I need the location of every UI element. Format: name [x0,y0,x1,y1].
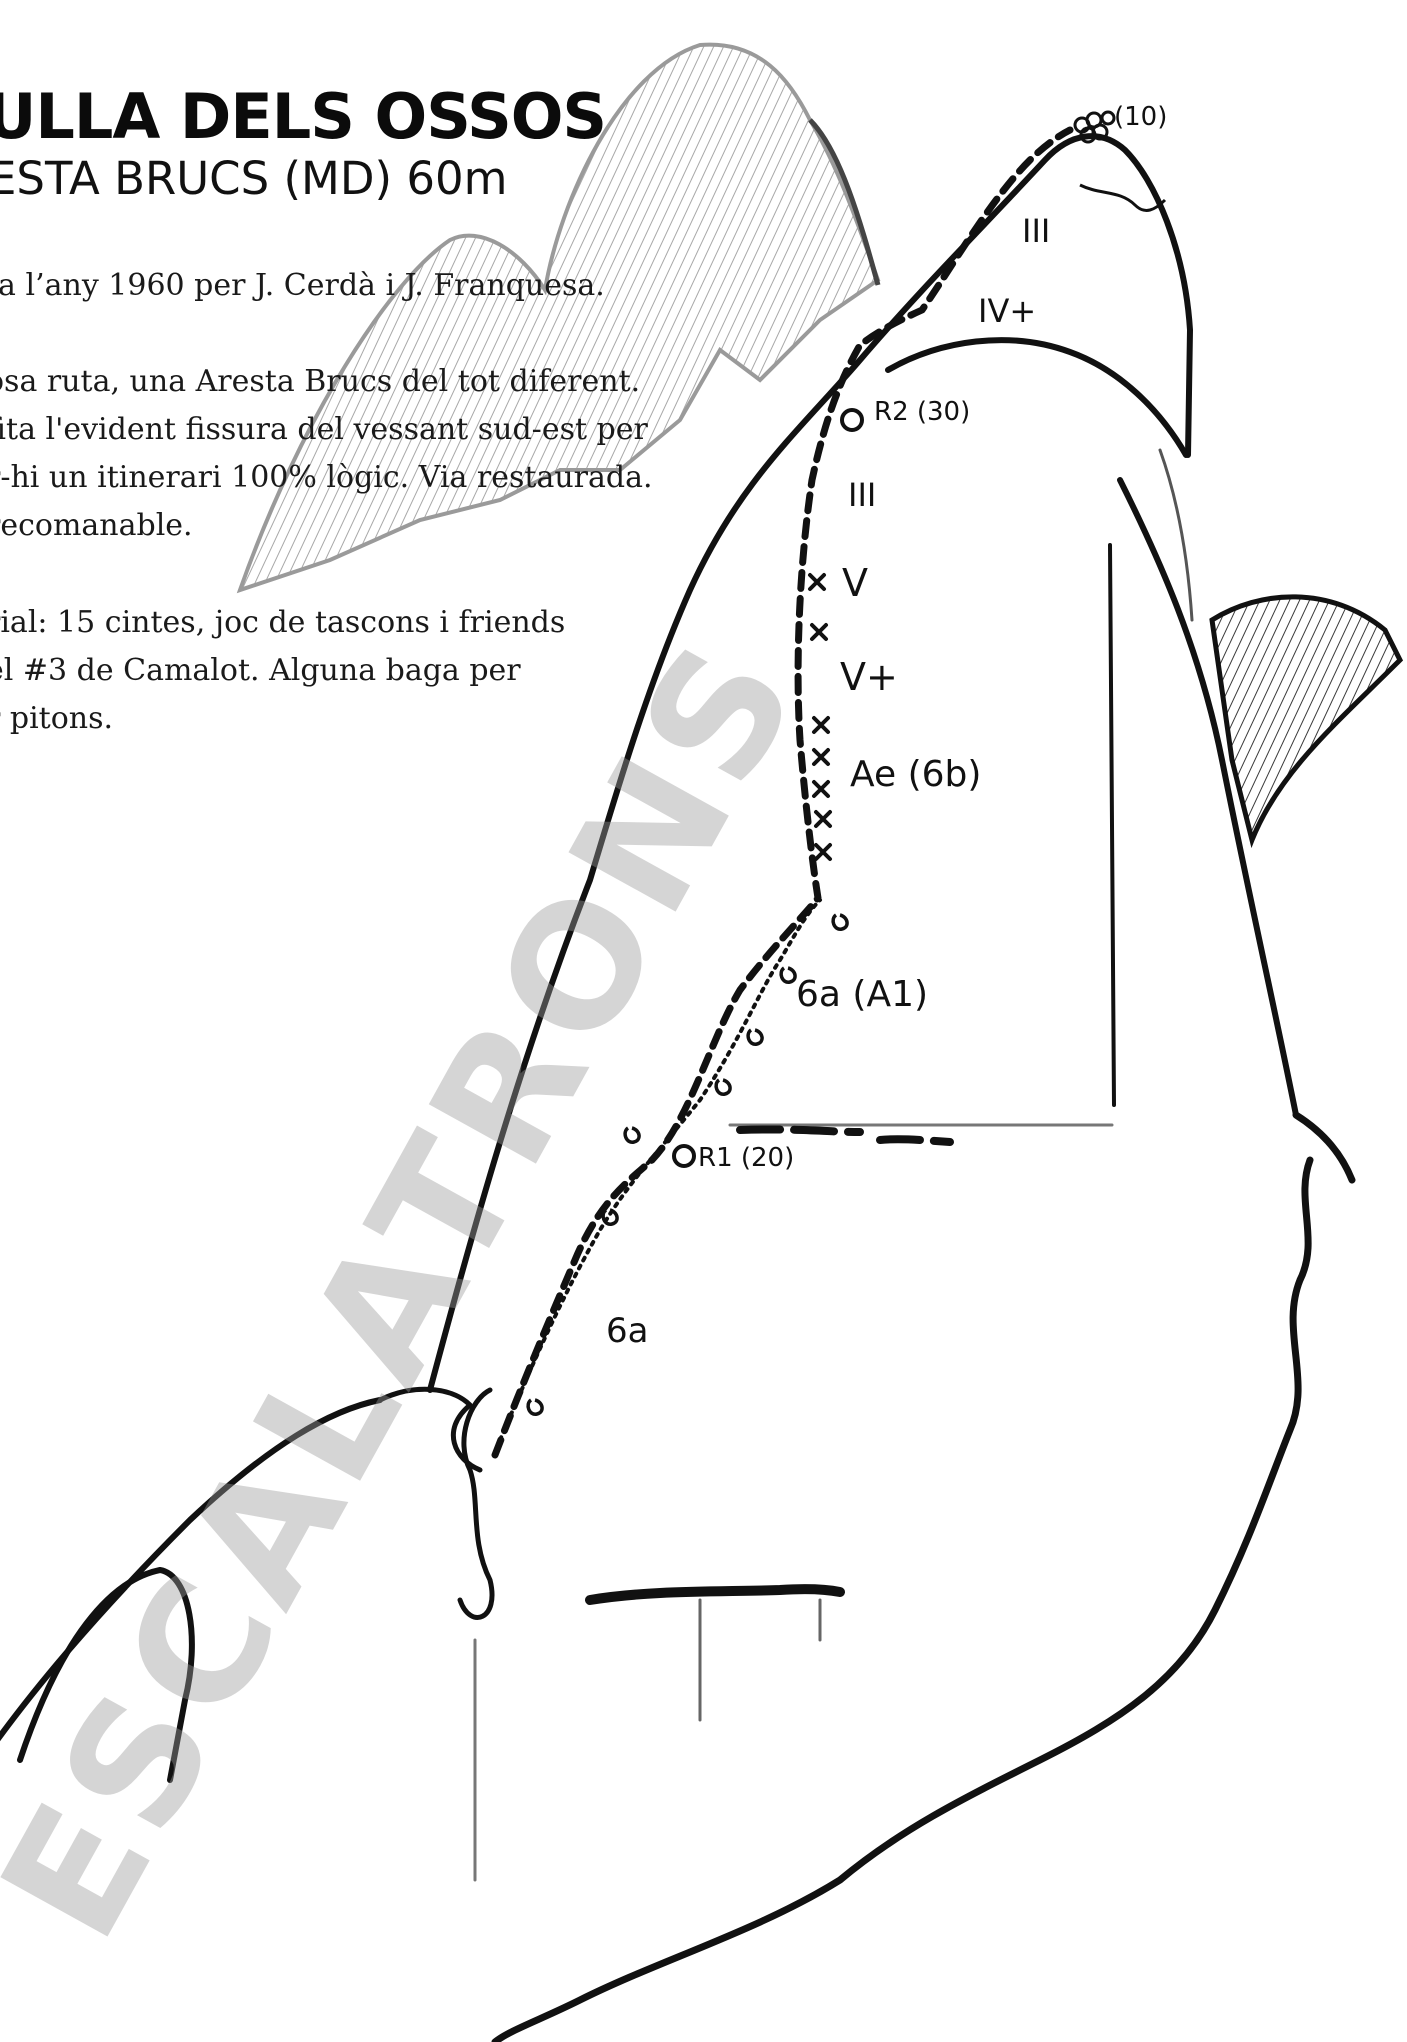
grade-label-ae: Ae (6b) [850,754,981,795]
text-line: fita l'evident fissura del vessant sud-e… [0,406,653,454]
belay-r1-label: R1 (20) [698,1143,794,1173]
gear-paragraph: rial: 15 cintes, joc de tascons i friend… [0,599,565,743]
grade-label-iv-plus: IV+ [978,292,1036,330]
belay-r1-ring [674,1146,694,1166]
text-line: osa ruta, una Aresta Brucs del tot difer… [0,358,653,406]
text-line: recomanable. [0,502,653,550]
route-description-paragraph: osa ruta, una Aresta Brucs del tot difer… [0,358,653,550]
grade-label-6a-bottom: 6a [606,1311,648,1351]
text-line: el #3 de Camalot. Alguna baga per [0,647,565,695]
belay-r2-label: R2 (30) [874,397,970,427]
right-shoulder-peak [1212,597,1400,840]
text-line: r-hi un itinerari 100% lògic. Via restau… [0,454,653,502]
first-ascent-paragraph: ta l’any 1960 per J. Cerdà i J. Franques… [0,262,605,310]
grade-label-v: V [842,561,868,605]
watermark: ESCALATRONS [0,607,838,1970]
grade-label-v-plus: V+ [840,655,898,699]
grade-label-iii-top: III [1022,212,1050,250]
belay-r2-ring [842,410,862,430]
grade-label-6a-a1: 6a (A1) [796,974,928,1015]
text-line: r pitons. [0,695,565,743]
grade-label-iii-mid: III [848,476,876,514]
text-line: ta l’any 1960 per J. Cerdà i J. Franques… [0,262,605,310]
route-subtitle: ESTA BRUCS (MD) 60m [0,152,507,205]
summit-anchor-label: (10) [1114,102,1167,132]
text-line: rial: 15 cintes, joc de tascons i friend… [0,599,565,647]
route-title: ULLA DELS OSSOS [0,80,606,153]
